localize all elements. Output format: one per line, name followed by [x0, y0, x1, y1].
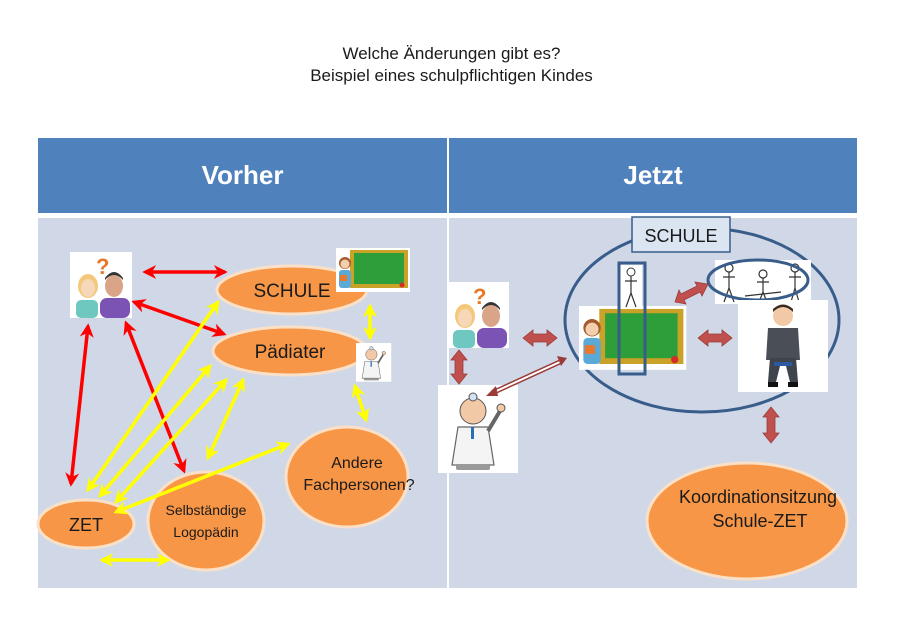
node-schule-label: SCHULE: [253, 281, 330, 302]
arrow-parents-school: [522, 329, 558, 347]
vorher-diagram: SCHULE Pädiater Andere Fachpersonen? ZET…: [36, 248, 415, 572]
node-andere-fachpersonen: Andere Fachpersonen?: [284, 425, 415, 529]
jetzt-diagram: SCHULE Koordinationsitzung Sch: [436, 216, 849, 581]
school-label-box: SCHULE: [631, 216, 731, 253]
teacher-blackboard-icon: [579, 306, 687, 370]
node-zet-label: ZET: [69, 515, 103, 535]
teacher-blackboard-icon: [336, 248, 410, 292]
arrow-parents-doctor: [450, 349, 468, 385]
darkred-arrows: [450, 281, 780, 444]
arrow-paediater-andere: [351, 383, 370, 423]
arrow-parents-zet: [65, 323, 94, 487]
doctor-icon: [436, 383, 520, 475]
slide-title-line1: Welche Änderungen gibt es?: [342, 44, 561, 63]
arrow-zet-andere: [113, 441, 291, 515]
node-andere-label-line1: Andere: [331, 455, 383, 472]
header-jetzt: Jetzt: [449, 138, 857, 213]
arrow-parents-paediater: [131, 299, 227, 337]
node-schule: SCHULE: [215, 264, 369, 316]
yellow-arrows: [86, 299, 377, 567]
doctor-icon: [355, 342, 393, 383]
arrow-school-man: [697, 329, 733, 347]
highlight-box: [617, 261, 647, 376]
node-selbstaendige-logopaedin: Selbständige Logopädin: [146, 470, 266, 572]
arrow-doctor-school-hollow: [486, 356, 567, 396]
arrow-parents-logopaedin: [123, 320, 187, 474]
node-koordinationsitzung: Koordinationsitzung Schule-ZET: [645, 461, 849, 581]
parents-icon: [70, 252, 132, 318]
thinking-man-icon: [738, 300, 828, 392]
node-paediater: Pädiater: [211, 325, 369, 377]
arrow-school-koordination: [762, 406, 780, 444]
arrow-school-therapists: [674, 281, 709, 305]
node-logo-label-line2: Logopädin: [173, 524, 238, 540]
node-andere-label-line2: Fachpersonen?: [303, 477, 414, 494]
koordination-label-line1: Koordinationsitzung: [679, 487, 837, 507]
koordination-label-line2: Schule-ZET: [712, 511, 807, 531]
node-logo-label-line1: Selbständige: [166, 502, 247, 518]
node-zet: ZET: [36, 498, 136, 550]
parents-icon: [447, 282, 509, 348]
node-paediater-label: Pädiater: [255, 342, 326, 363]
header-vorher: Vorher: [38, 138, 447, 213]
slide-title-line2: Beispiel eines schulpflichtigen Kindes: [310, 66, 593, 85]
therapist-sketch-icon: [619, 264, 643, 310]
school-label: SCHULE: [644, 226, 717, 246]
